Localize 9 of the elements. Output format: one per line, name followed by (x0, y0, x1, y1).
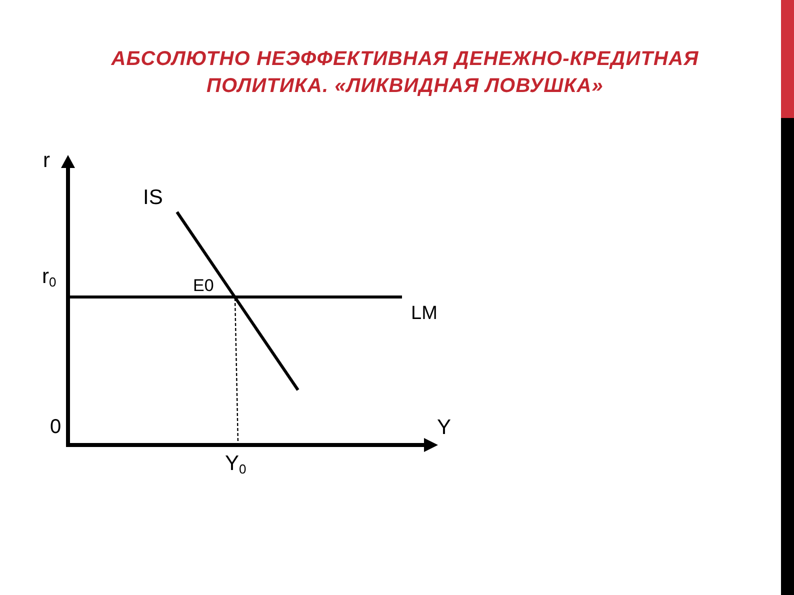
curve-label: LM (411, 304, 438, 323)
axis-tick-label: Y$_{0}$ (225, 453, 246, 474)
curve-label: IS (143, 187, 163, 208)
point-label: E0 (193, 277, 214, 294)
axis-label: Y (437, 417, 452, 438)
axis-label: r (43, 150, 50, 171)
slide-title: АБСОЛЮТНО НЕЭФФЕКТИВНАЯ ДЕНЕЖНО-КРЕДИТНАЯ ПОЛИТИКА. «ЛИКВИДНАЯ ЛОВУШКА» (110, 47, 700, 99)
axis-tick-label: r$_{0}$ (42, 266, 56, 287)
origin-label: 0 (50, 417, 62, 437)
